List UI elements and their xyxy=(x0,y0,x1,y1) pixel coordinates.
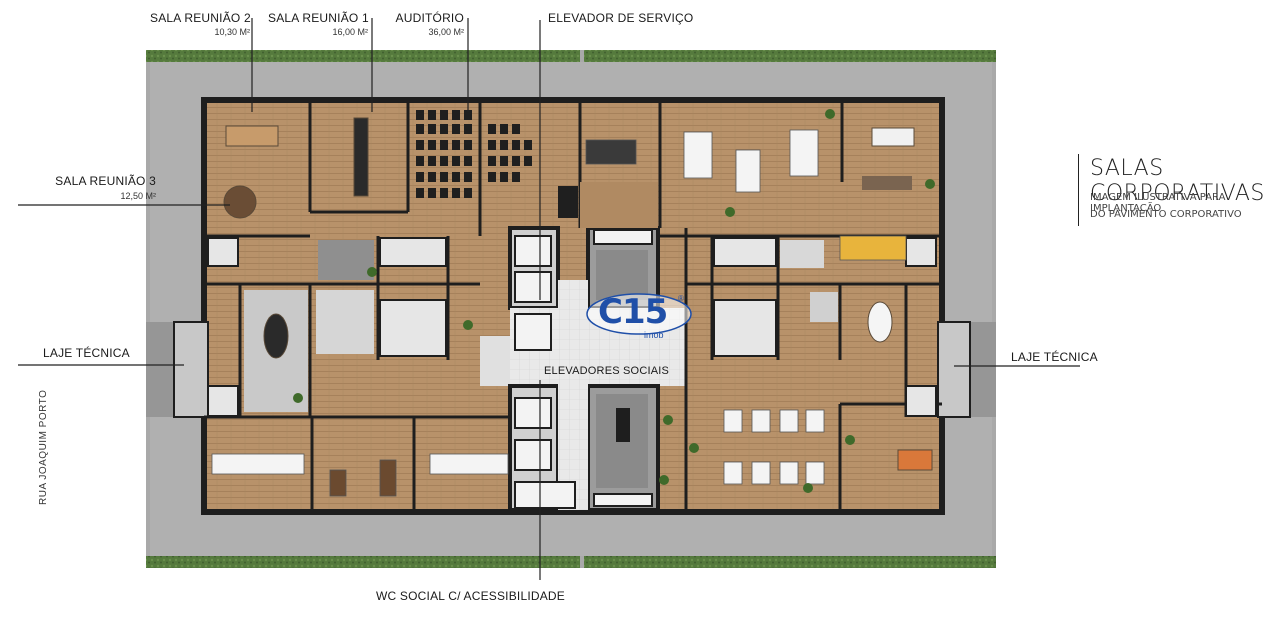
label-sala-reuniao-3-area: 12,50 M² xyxy=(120,191,156,201)
label-auditorio-area: 36,00 M² xyxy=(428,27,464,37)
tables xyxy=(223,117,933,471)
planter-top-left xyxy=(146,50,580,62)
label-wc-social: WC SOCIAL C/ ACESSIBILIDADE xyxy=(376,589,566,603)
planter-top-right xyxy=(584,50,996,62)
title-divider xyxy=(1078,154,1079,226)
label-sala-reuniao-1-area: 16,00 M² xyxy=(332,27,368,37)
plants xyxy=(293,109,935,493)
label-laje-tecnica-left: LAJE TÉCNICA xyxy=(43,346,130,360)
laje-tecnica-right xyxy=(968,322,996,417)
logo-text: C15 xyxy=(598,292,668,332)
stair-upper xyxy=(596,250,648,300)
leader-lines xyxy=(18,18,1080,580)
label-sala-reuniao-2: SALA REUNIÃO 2 xyxy=(150,11,251,25)
subtitle-line-1: IMAGEM ILUSTRATIVA PARA IMPLANTAÇÃO xyxy=(1090,192,1226,214)
label-street: RUA JOAQUIM PORTO xyxy=(38,389,49,505)
planter-bottom-right xyxy=(584,556,996,568)
workstations xyxy=(211,129,907,497)
label-elevador-servico: ELEVADOR DE SERVIÇO xyxy=(548,11,694,25)
auditorium-seats xyxy=(416,110,578,218)
label-elevadores-sociais: ELEVADORES SOCIAIS xyxy=(544,365,670,377)
label-auditorio: AUDITÓRIO xyxy=(395,11,464,25)
logo-sub: imob xyxy=(644,330,664,340)
elevator-cabins xyxy=(514,229,653,509)
lounge-rug xyxy=(318,240,374,280)
label-sala-reuniao-1: SALA REUNIÃO 1 xyxy=(268,11,369,25)
laje-tecnica-left xyxy=(146,322,176,417)
label-laje-tecnica-right: LAJE TÉCNICA xyxy=(1011,350,1098,364)
subtitle-line-2: DO PAVIMENTO CORPORATIVO xyxy=(1090,209,1242,220)
label-sala-reuniao-2-area: 10,30 M² xyxy=(214,27,250,37)
logo-mark: ® xyxy=(678,294,684,303)
planter-bottom-left xyxy=(146,556,580,568)
wc-blocks xyxy=(207,237,937,417)
brand-logo: C15 imob ® xyxy=(584,292,694,342)
page-title: SALAS CORPORATIVAS xyxy=(1090,156,1265,206)
label-sala-reuniao-3: SALA REUNIÃO 3 xyxy=(55,174,156,188)
